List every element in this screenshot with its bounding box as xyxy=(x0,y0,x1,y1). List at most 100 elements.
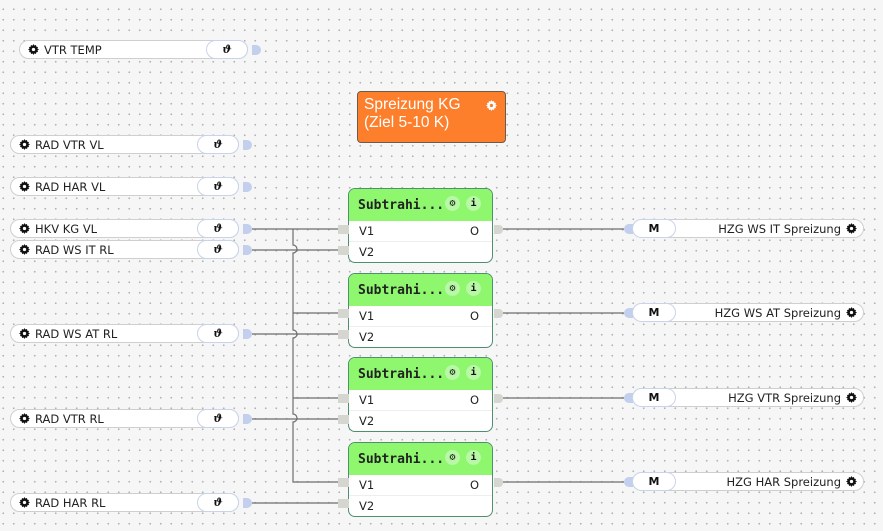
block-header[interactable]: Subtrahi... ⚙ i xyxy=(349,443,492,475)
info-icon[interactable]: i xyxy=(466,196,481,211)
block-row-v2: V2 xyxy=(349,241,492,261)
subtraction-block[interactable]: Subtrahi... ⚙ i V1 O V2 xyxy=(348,188,493,263)
info-icon[interactable]: i xyxy=(466,365,481,380)
block-header[interactable]: Subtrahi... ⚙ i xyxy=(349,189,492,221)
input-node-vtr-temp[interactable]: VTR TEMP ϑ xyxy=(19,40,248,59)
comment-line-2: (Ziel 5-10 K) xyxy=(364,114,450,131)
gear-icon[interactable]: ⚙ xyxy=(445,450,460,465)
input-label: RAD VTR RL xyxy=(35,411,104,426)
input-port[interactable] xyxy=(624,477,633,487)
info-icon[interactable]: i xyxy=(466,281,481,296)
temperature-type-icon[interactable]: ϑ xyxy=(197,324,239,343)
output-node-hzg-vtr-spreizung[interactable]: M HZG VTR Spreizung xyxy=(632,388,864,407)
input-label-v2: V2 xyxy=(359,329,375,344)
input-port-v1[interactable] xyxy=(338,394,349,403)
output-port[interactable] xyxy=(243,140,252,150)
input-node-rad-har-vl[interactable]: RAD HAR VL ϑ xyxy=(10,177,239,196)
input-node-rad-har-rl[interactable]: RAD HAR RL ϑ xyxy=(10,493,239,512)
input-node-rad-ws-it-rl[interactable]: RAD WS IT RL ϑ xyxy=(10,240,239,259)
output-port[interactable] xyxy=(243,414,252,424)
gear-icon[interactable]: ⚙ xyxy=(445,196,460,211)
gear-icon[interactable] xyxy=(846,223,857,234)
output-port-o[interactable] xyxy=(494,309,503,318)
input-label-v1: V1 xyxy=(359,224,375,238)
block-row-v1: V1 O xyxy=(349,390,492,410)
input-port[interactable] xyxy=(624,308,633,318)
temperature-type-icon[interactable]: ϑ xyxy=(197,240,239,259)
input-port-v2[interactable] xyxy=(338,330,349,339)
input-port[interactable] xyxy=(624,393,633,403)
gear-icon[interactable] xyxy=(19,244,30,255)
gear-icon[interactable] xyxy=(486,100,497,111)
output-port[interactable] xyxy=(252,45,261,55)
input-label: RAD HAR VL xyxy=(35,179,106,194)
input-port-v2[interactable] xyxy=(338,415,349,424)
gear-icon[interactable] xyxy=(19,181,30,192)
block-title: Subtrahi... xyxy=(358,366,445,382)
output-port-o[interactable] xyxy=(494,225,503,234)
output-label-o: O xyxy=(469,478,479,492)
input-node-rad-vtr-rl[interactable]: RAD VTR RL ϑ xyxy=(10,409,239,428)
input-port-v1[interactable] xyxy=(338,478,349,487)
block-header[interactable]: Subtrahi... ⚙ i xyxy=(349,358,492,390)
subtraction-block[interactable]: Subtrahi... ⚙ i V1 O V2 xyxy=(348,442,493,517)
output-port[interactable] xyxy=(243,224,252,234)
gear-icon[interactable] xyxy=(846,392,857,403)
input-port-v2[interactable] xyxy=(338,246,349,255)
gear-icon[interactable] xyxy=(846,476,857,487)
temperature-type-icon[interactable]: ϑ xyxy=(197,219,239,238)
input-label: RAD WS IT RL xyxy=(35,242,114,257)
gear-icon[interactable] xyxy=(19,223,30,234)
output-node-hzg-ws-it-spreizung[interactable]: M HZG WS IT Spreizung xyxy=(632,219,864,238)
output-port-o[interactable] xyxy=(494,394,503,403)
output-port[interactable] xyxy=(243,182,252,192)
block-row-v1: V1 O xyxy=(349,221,492,241)
block-row-v1: V1 O xyxy=(349,475,492,495)
memory-type-badge[interactable]: M xyxy=(632,388,676,407)
output-node-hzg-ws-at-spreizung[interactable]: M HZG WS AT Spreizung xyxy=(632,303,864,322)
temperature-type-icon[interactable]: ϑ xyxy=(206,40,248,59)
input-label-v2: V2 xyxy=(359,498,375,513)
block-row-v1: V1 O xyxy=(349,306,492,326)
block-row-v2: V2 xyxy=(349,410,492,430)
gear-icon[interactable] xyxy=(19,413,30,424)
block-title: Subtrahi... xyxy=(358,282,445,298)
output-port[interactable] xyxy=(243,498,252,508)
gear-icon[interactable] xyxy=(28,44,39,55)
gear-icon[interactable]: ⚙ xyxy=(445,281,460,296)
subtraction-block[interactable]: Subtrahi... ⚙ i V1 O V2 xyxy=(348,273,493,348)
output-label: HZG HAR Spreizung xyxy=(726,474,841,489)
comment-note[interactable]: Spreizung KG (Ziel 5-10 K) xyxy=(357,91,506,143)
block-header[interactable]: Subtrahi... ⚙ i xyxy=(349,274,492,306)
temperature-type-icon[interactable]: ϑ xyxy=(197,493,239,512)
temperature-type-icon[interactable]: ϑ xyxy=(197,177,239,196)
output-port[interactable] xyxy=(243,329,252,339)
subtraction-block[interactable]: Subtrahi... ⚙ i V1 O V2 xyxy=(348,357,493,432)
info-icon[interactable]: i xyxy=(466,450,481,465)
temperature-type-icon[interactable]: ϑ xyxy=(197,135,239,154)
gear-icon[interactable] xyxy=(846,307,857,318)
input-label-v1: V1 xyxy=(359,309,375,323)
input-label: HKV KG VL xyxy=(35,221,98,236)
gear-icon[interactable]: ⚙ xyxy=(445,365,460,380)
memory-type-badge[interactable]: M xyxy=(632,219,676,238)
memory-type-badge[interactable]: M xyxy=(632,303,676,322)
output-label-o: O xyxy=(469,393,479,407)
input-port-v2[interactable] xyxy=(338,499,349,508)
input-node-rad-ws-at-rl[interactable]: RAD WS AT RL ϑ xyxy=(10,324,239,343)
output-port[interactable] xyxy=(243,245,252,255)
input-port-v1[interactable] xyxy=(338,309,349,318)
gear-icon[interactable] xyxy=(19,497,30,508)
memory-type-badge[interactable]: M xyxy=(632,472,676,491)
output-node-hzg-har-spreizung[interactable]: M HZG HAR Spreizung xyxy=(632,472,864,491)
gear-icon[interactable] xyxy=(19,139,30,150)
input-node-hkv-kg-vl[interactable]: HKV KG VL ϑ xyxy=(10,219,239,238)
temperature-type-icon[interactable]: ϑ xyxy=(197,409,239,428)
input-node-rad-vtr-vl[interactable]: RAD VTR VL ϑ xyxy=(10,135,239,154)
gear-icon[interactable] xyxy=(19,328,30,339)
input-port[interactable] xyxy=(624,224,633,234)
input-port-v1[interactable] xyxy=(338,225,349,234)
output-port-o[interactable] xyxy=(494,478,503,487)
input-label: RAD HAR RL xyxy=(35,495,106,510)
